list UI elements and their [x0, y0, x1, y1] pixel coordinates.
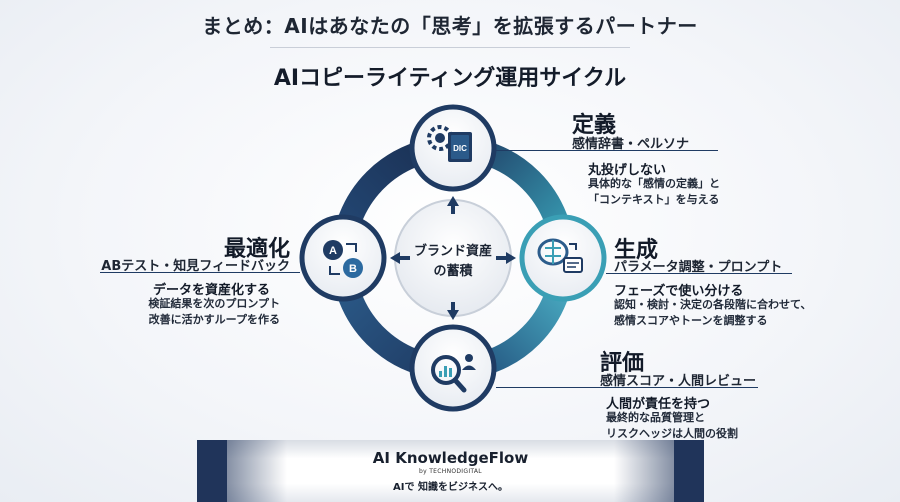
ab-icon-b: B	[349, 263, 357, 275]
stage-evaluate-desc-line2: リスクヘッジは人間の役割	[606, 427, 738, 440]
header-divider	[270, 47, 630, 48]
brand-byline: by TECHNODIGITAL	[419, 468, 482, 475]
stage-optimize-subtitle: ABテスト・知見フィードバック	[101, 259, 290, 274]
arrow-left-icon	[390, 252, 400, 264]
dictionary-gear-icon	[427, 125, 472, 162]
stage-optimize-title: 最適化	[223, 237, 290, 262]
brand-tagline: AIで 知識をビジネスへ。	[393, 482, 508, 493]
stage-evaluate-desc-line1: 最終的な品質管理と	[606, 411, 705, 424]
stage-generate-desc-heading: フェーズで使い分ける	[614, 284, 744, 299]
stage-generate-title: 生成	[614, 238, 659, 263]
stage-define-underline	[496, 150, 718, 151]
node-generate	[519, 214, 607, 302]
stage-define-desc-line1: 具体的な「感情の定義」と	[588, 177, 720, 190]
dictionary-icon-label: DIC	[453, 144, 467, 153]
arrow-down-icon	[447, 310, 459, 320]
stage-optimize-desc-line2: 改善に活かすループを作る	[148, 313, 280, 326]
stage-evaluate-desc-heading: 人間が責任を持つ	[606, 397, 711, 412]
stage-define-subtitle: 感情辞書・ペルソナ	[572, 137, 690, 152]
ab-icon-a: A	[329, 245, 337, 257]
stage-evaluate-subtitle: 感情スコア・人間レビュー	[600, 374, 757, 389]
stage-generate-desc-line1: 認知・検討・決定の各段階に合わせて、	[614, 298, 812, 311]
stage-define-title: 定義	[572, 113, 617, 138]
stage-define-desc-line2: 「コンテキスト」を与える	[588, 193, 720, 206]
stage-optimize-desc-heading: データを資産化する	[152, 283, 270, 298]
stage-evaluate-title: 評価	[600, 351, 645, 376]
ab-test-icon	[323, 240, 363, 278]
stage-evaluate-underline	[496, 387, 758, 388]
footer-banner: AI KnowledgeFlow by TECHNODIGITAL AIで 知識…	[197, 440, 704, 502]
arrow-right-icon	[506, 252, 516, 264]
stage-optimize-desc-line1: 検証結果を次のプロンプト	[148, 297, 280, 310]
cycle-title: AIコピーライティング運用サイクル	[273, 66, 627, 91]
summary-heading: まとめ：AIはあなたの「思考」を拡張するパートナー	[202, 14, 698, 38]
arrow-up-icon	[447, 196, 459, 206]
center-label-line1: ブランド資産	[414, 243, 492, 259]
brain-chat-icon	[537, 238, 583, 273]
stage-define-desc-heading: 丸投げしない	[588, 163, 667, 178]
stage-optimize-underline	[100, 272, 300, 273]
center-label-line2: の蓄積	[433, 263, 473, 279]
stage-generate-subtitle: パラメータ調整・プロンプト	[614, 260, 783, 275]
node-optimize	[299, 214, 387, 302]
stage-generate-desc-line2: 感情スコアやトーンを調整する	[614, 314, 768, 327]
stage-generate-underline	[606, 273, 792, 274]
magnifier-chart-icon	[431, 354, 476, 393]
brand-name: AI KnowledgeFlow	[372, 449, 529, 467]
inward-arrows	[390, 196, 516, 320]
node-evaluate	[409, 324, 497, 412]
